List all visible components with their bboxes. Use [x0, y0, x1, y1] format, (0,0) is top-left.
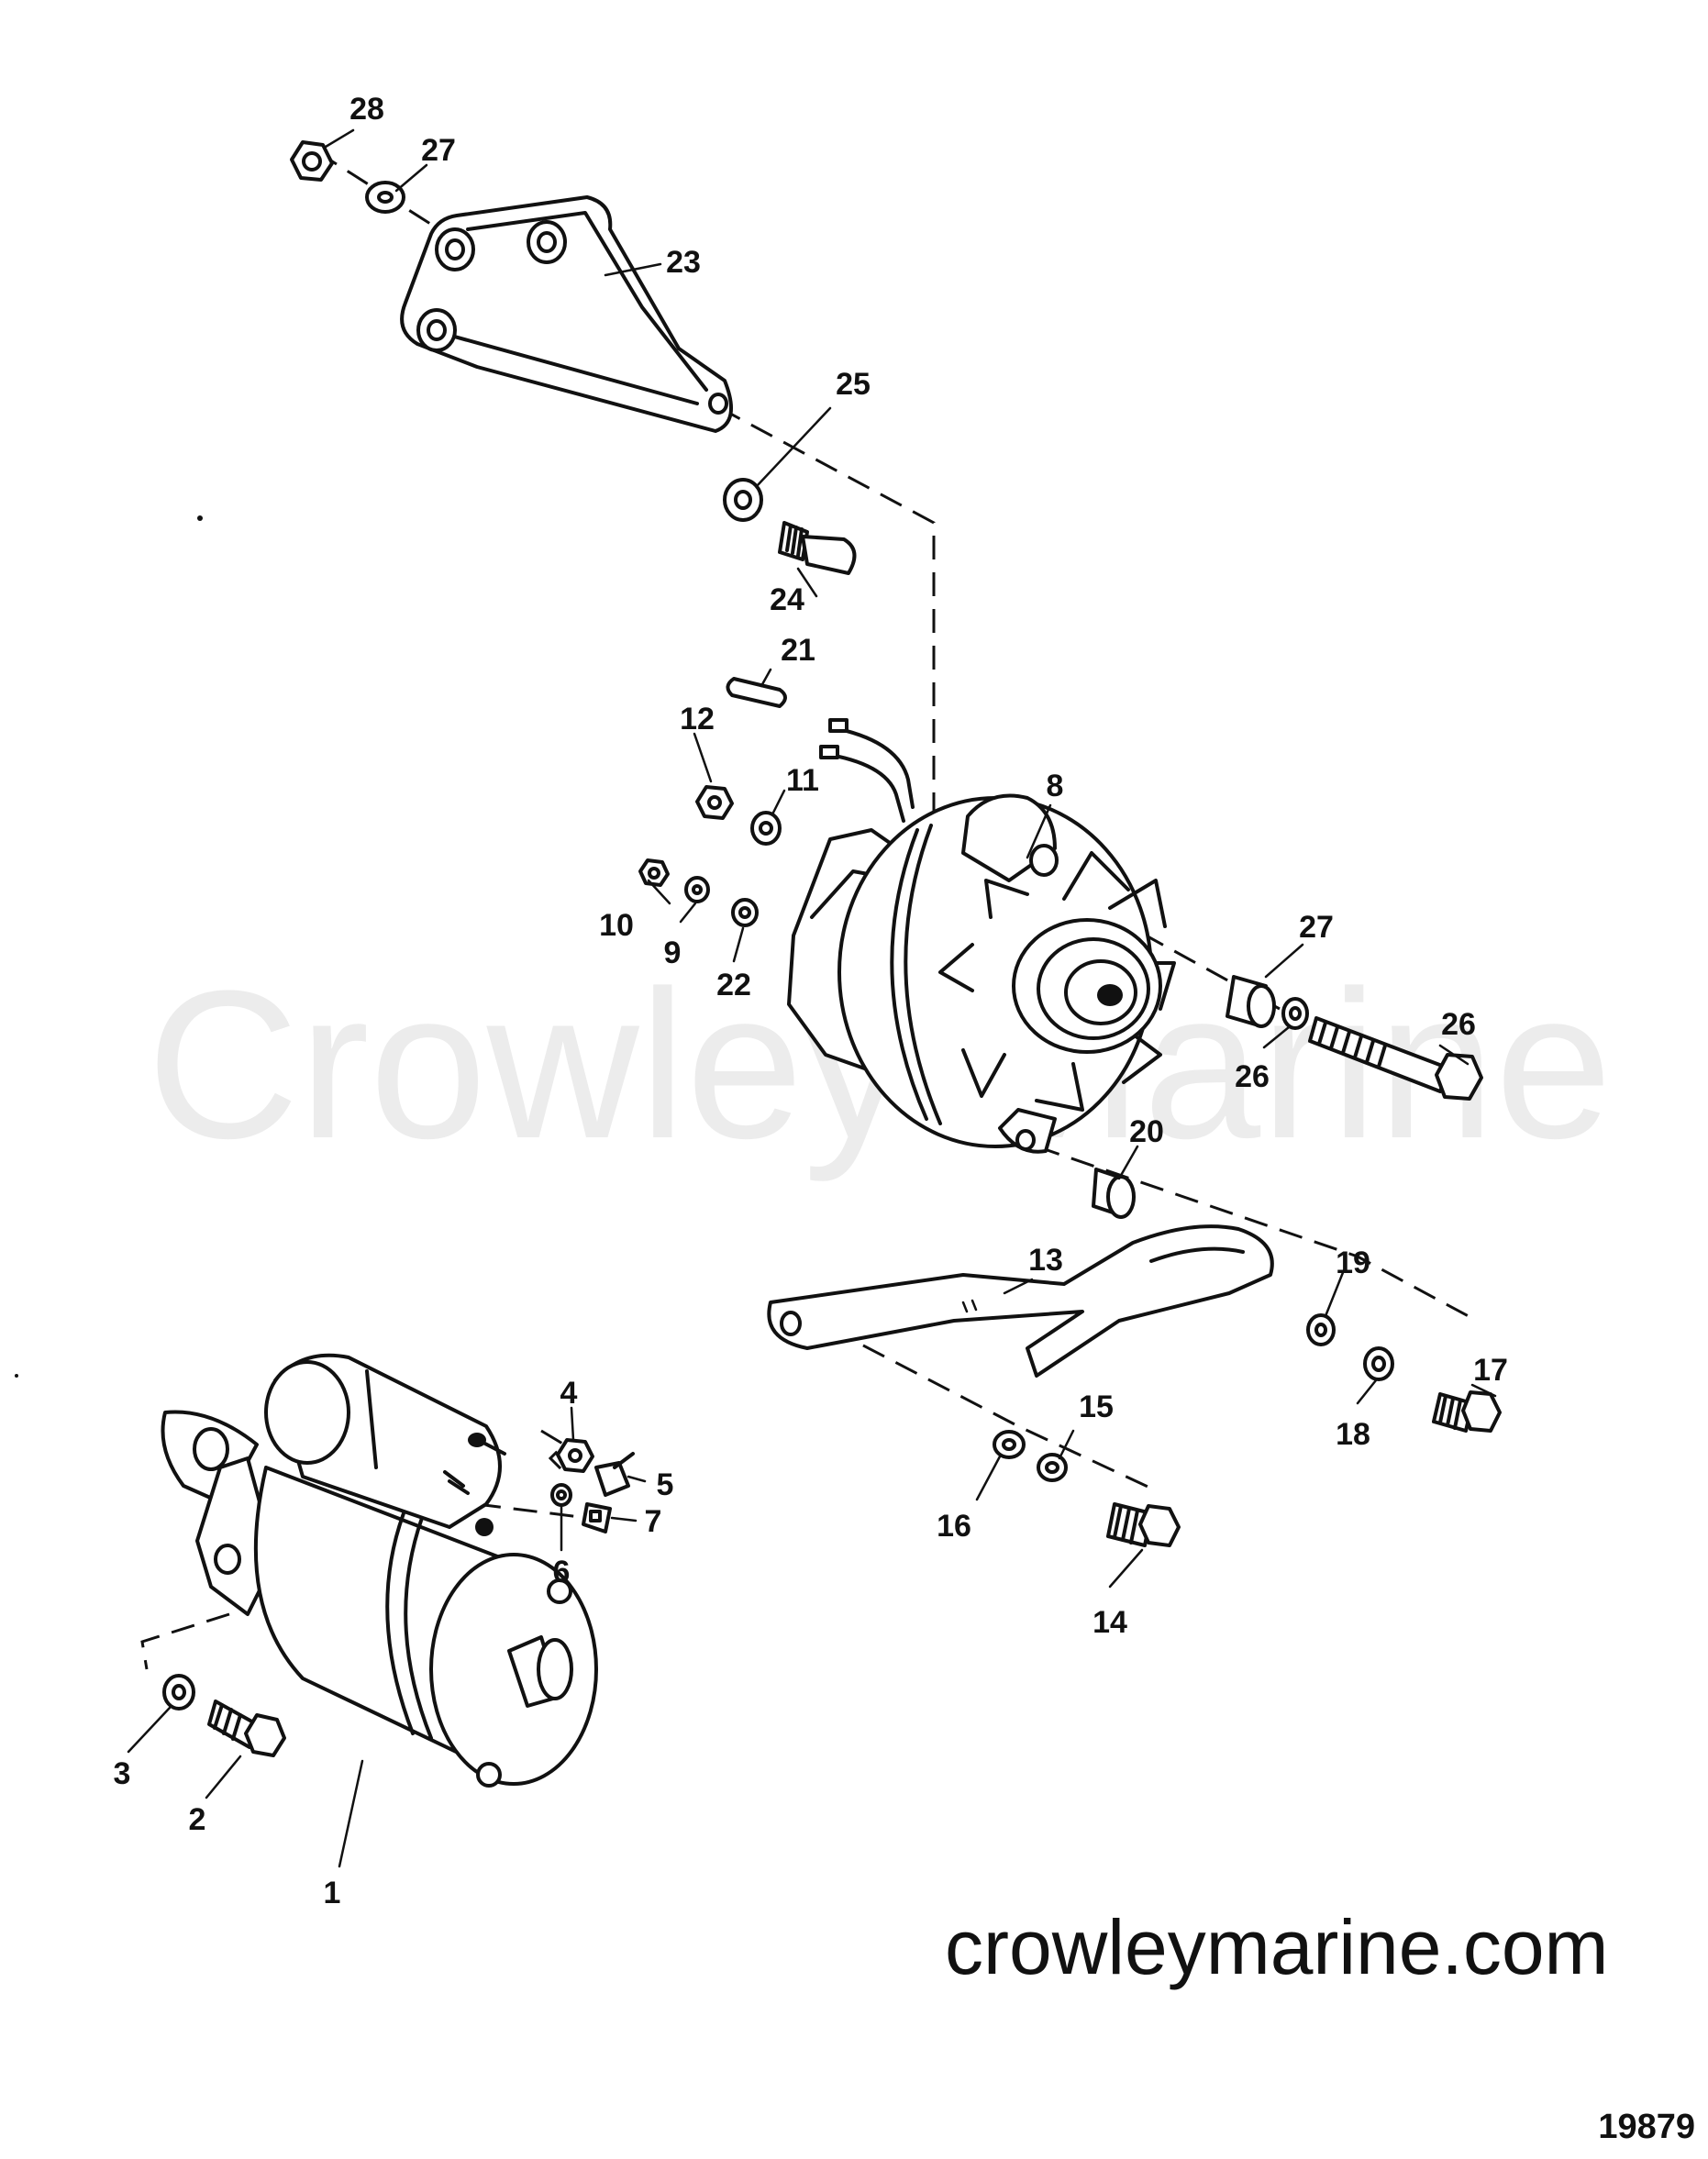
callout-20: 20: [1129, 1114, 1164, 1149]
adjusting-strap-13: [767, 1224, 1274, 1378]
scan-speck: [15, 1374, 18, 1378]
nut-6: [550, 1483, 572, 1507]
nut-11: [750, 811, 782, 846]
washer-19: [1306, 1313, 1336, 1346]
callout-6: 6: [553, 1555, 571, 1589]
callout-7: 7: [645, 1504, 662, 1539]
callout-27-lower: 26: [1235, 1059, 1270, 1094]
figure-number: 19879: [1598, 2108, 1695, 2146]
callout-13: 13: [1028, 1243, 1063, 1278]
callout-27-top: 27: [421, 133, 456, 168]
nut-10: [638, 858, 670, 887]
callout-9: 9: [664, 936, 682, 970]
callout-4: 4: [560, 1376, 578, 1411]
website-label: crowleymarine.com: [945, 1904, 1609, 1990]
bolt-14: [1106, 1502, 1181, 1547]
callout-12: 12: [680, 702, 715, 736]
terminal-7: [582, 1502, 612, 1533]
lock-washer-3: [162, 1674, 195, 1711]
callout-17: 17: [1473, 1353, 1508, 1388]
callout-28: 27: [1299, 910, 1334, 945]
callout-15: 15: [1079, 1390, 1114, 1424]
bolt-17: [1432, 1390, 1502, 1433]
callout-5: 5: [657, 1467, 674, 1502]
bolt-2: [207, 1700, 286, 1757]
callout-2: 2: [189, 1802, 206, 1837]
nut-4: [556, 1438, 594, 1473]
mounting-bracket-23: [400, 195, 733, 433]
callout-numbers: 28 27 23 25 24 21 12 11 8 10 9 22 27 26 …: [114, 92, 1508, 1910]
leader-lines: [127, 128, 1497, 1868]
callout-3: 3: [114, 1756, 131, 1791]
spacer-28: [1226, 975, 1276, 1028]
terminal-5: [594, 1452, 635, 1497]
washer-27-top: [365, 181, 405, 214]
callout-19: 19: [1336, 1246, 1370, 1280]
long-bolt-26: [1308, 1016, 1483, 1101]
callout-10: 10: [599, 908, 634, 943]
alternator-8: [787, 718, 1176, 1154]
callout-1: 1: [324, 1876, 341, 1910]
callout-22: 22: [716, 968, 751, 1002]
washer-22: [731, 898, 759, 927]
callout-25: 25: [836, 367, 871, 402]
scan-speck: [197, 515, 203, 521]
hex-nut-29: [290, 140, 334, 182]
bolt-24: [778, 521, 857, 575]
callout-24: 24: [770, 582, 804, 617]
callout-11: 11: [786, 763, 819, 798]
callout-29: 28: [349, 92, 384, 127]
lock-washer-25: [723, 478, 763, 522]
callout-26: 26: [1441, 1007, 1476, 1042]
callout-21: 21: [781, 633, 815, 668]
lock-washer-18: [1363, 1346, 1394, 1381]
starter-motor-1: [161, 1353, 598, 1788]
callout-16: 16: [937, 1509, 971, 1544]
callout-18: 18: [1336, 1417, 1370, 1452]
washer-9: [684, 876, 710, 903]
nut-12: [695, 785, 734, 820]
lock-washer-15: [1037, 1453, 1068, 1482]
dowel-pin-21: [726, 677, 787, 708]
washer-16: [993, 1430, 1026, 1459]
callout-23: 23: [666, 245, 701, 280]
washer-27-lower: [1281, 997, 1309, 1030]
callout-14: 14: [1092, 1605, 1127, 1640]
callout-8: 8: [1047, 769, 1064, 803]
